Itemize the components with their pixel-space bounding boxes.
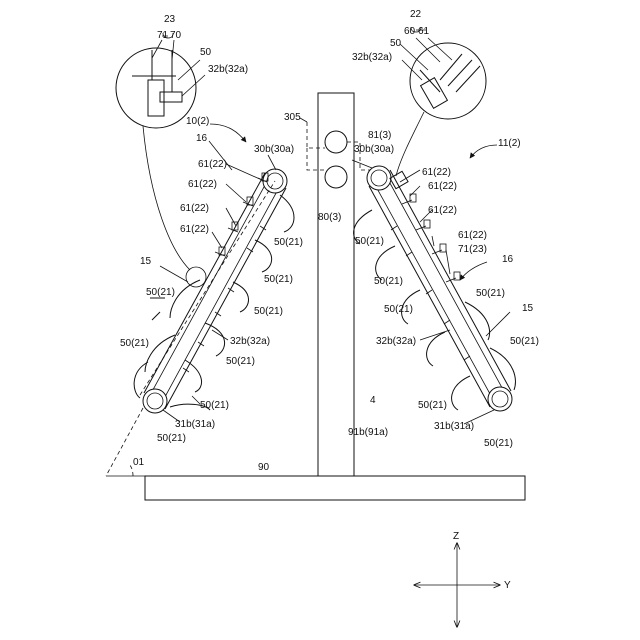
label-61-left-3: 61(22) [180, 203, 209, 214]
label-71: 71 [157, 30, 169, 41]
label-31b-right: 31b(31a) [434, 421, 474, 432]
label-16-right: 16 [502, 254, 514, 265]
label-32b-tl: 32b(32a) [208, 64, 248, 75]
label-50-21-l1: 50(21) [274, 237, 303, 248]
label-22: 22 [410, 9, 422, 20]
label-60: 60 [404, 26, 416, 37]
base-plate-90 [145, 476, 525, 500]
label-01: 01 [133, 457, 145, 468]
label-90: 90 [258, 462, 270, 473]
label-50-21-l7: 50(21) [200, 400, 229, 411]
detail-bubble-left [116, 48, 196, 270]
label-axis-z: Z [453, 531, 459, 542]
label-50-21-l2: 50(21) [264, 274, 293, 285]
label-16-left: 16 [196, 133, 208, 144]
label-10: 10(2) [186, 116, 209, 127]
sensor-80 [325, 166, 347, 188]
label-32b-tr: 32b(32a) [352, 52, 392, 63]
label-61-right-3: 61(22) [428, 205, 457, 216]
label-50-21-l6: 50(21) [226, 356, 255, 367]
label-11: 11(2) [498, 138, 521, 149]
label-61-right-4: 61(22) [458, 230, 487, 241]
label-50-21-l3: 50(21) [146, 287, 175, 298]
label-50-21-l4: 50(21) [254, 306, 283, 317]
label-50-21-r2: 50(21) [374, 276, 403, 287]
label-30b-left: 30b(30a) [254, 144, 294, 155]
label-61-right-2: 61(22) [428, 181, 457, 192]
label-61-right-1: 61(22) [422, 167, 451, 178]
label-91b: 91b(91a) [348, 427, 388, 438]
label-50-21-r7: 50(21) [484, 438, 513, 449]
label-71-right: 71(23) [458, 244, 487, 255]
connection-305 [307, 122, 325, 170]
label-50-21-r5: 50(21) [510, 336, 539, 347]
labels: 23 71 70 50 32b(32a) 22 60 61 50 32b(32a… [120, 9, 539, 591]
label-axis-y: Y [504, 580, 511, 591]
label-30b-right: 30b(30a) [354, 144, 394, 155]
column-4 [318, 93, 354, 476]
label-31b-left: 31b(31a) [175, 419, 215, 430]
label-15-left: 15 [140, 256, 152, 267]
label-61-left-2: 61(22) [188, 179, 217, 190]
sensor-81 [325, 131, 347, 153]
detail-mark-15-left [186, 267, 206, 287]
label-70: 70 [170, 30, 182, 41]
label-32b-right: 32b(32a) [376, 336, 416, 347]
label-81: 81(3) [368, 130, 391, 141]
label-61-left-1: 61(22) [198, 159, 227, 170]
label-50-21-r3: 50(21) [476, 288, 505, 299]
label-32b-left: 32b(32a) [230, 336, 270, 347]
label-61-left-4: 61(22) [180, 224, 209, 235]
label-80: 80(3) [318, 212, 341, 223]
label-50-21-l8: 50(21) [157, 433, 186, 444]
label-50-21-r1: 50(21) [355, 236, 384, 247]
label-61-top: 61 [418, 26, 430, 37]
label-4: 4 [370, 395, 376, 406]
axes-symbol [414, 543, 500, 627]
label-50-tr: 50 [390, 38, 402, 49]
label-50-tl: 50 [200, 47, 212, 58]
label-50-21-l5: 50(21) [120, 338, 149, 349]
label-305: 305 [284, 112, 301, 123]
label-50-21-r6: 50(21) [418, 400, 447, 411]
label-50-21-r4: 50(21) [384, 304, 413, 315]
label-15-right: 15 [522, 303, 534, 314]
detail-bubble-right [396, 43, 486, 176]
label-23: 23 [164, 14, 176, 25]
